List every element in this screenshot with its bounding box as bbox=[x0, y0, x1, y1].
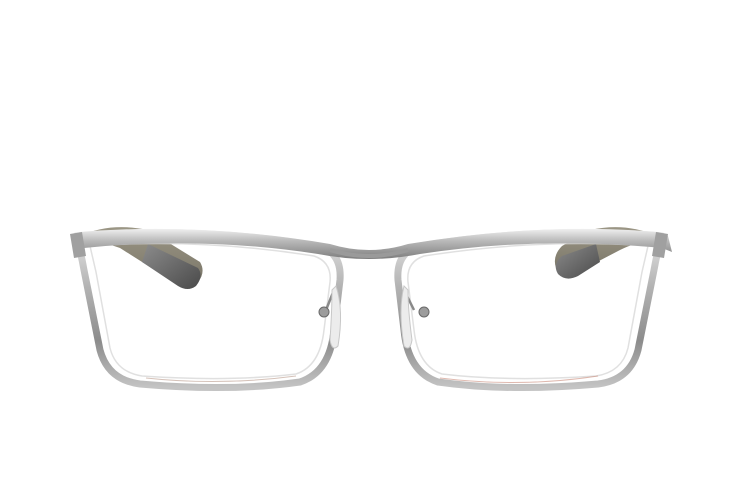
right-lens-frame bbox=[394, 229, 666, 392]
bridge bbox=[329, 248, 409, 258]
brow-bar bbox=[70, 228, 672, 259]
left-nose-pad bbox=[318, 285, 342, 349]
left-lens-frame bbox=[72, 229, 344, 392]
right-nose-pad bbox=[400, 285, 430, 349]
